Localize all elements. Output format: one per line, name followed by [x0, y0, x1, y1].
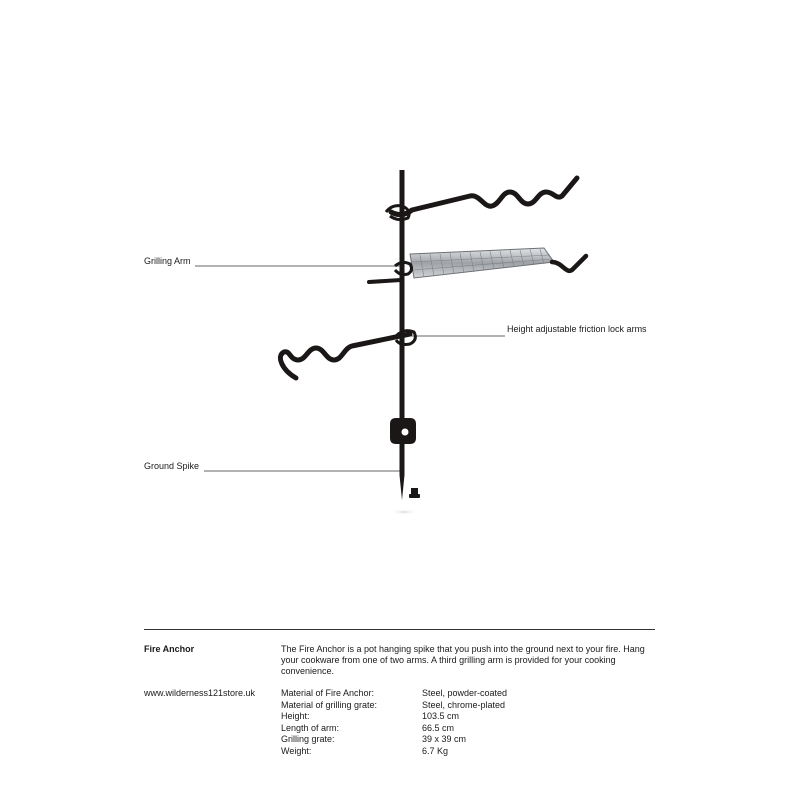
product-name: Fire Anchor [144, 644, 195, 654]
spec-value: Steel, chrome-plated [422, 699, 506, 710]
spec-value: 6.7 Kg [422, 745, 449, 756]
section-divider [144, 629, 655, 630]
spec-label: Length of arm: [281, 722, 340, 733]
spec-row: Length of arm: 66.5 cm [281, 723, 507, 735]
spec-value: 66.5 cm [422, 722, 455, 733]
spec-label: Height: [281, 711, 310, 721]
top-arm-clamp [384, 204, 411, 222]
spec-value: Steel, powder-coated [422, 688, 508, 698]
spec-label: Weight: [281, 745, 312, 756]
fire-anchor-pole [399, 170, 405, 500]
friction-lock-label: Height adjustable friction lock arms [507, 324, 647, 334]
website-link[interactable]: www.wilderness121store.uk [144, 688, 256, 698]
grilling-arm-label: Grilling Arm [144, 256, 191, 266]
product-description: The Fire Anchor is a pot hanging spike t… [281, 644, 645, 676]
ground-shadow [390, 509, 418, 515]
spec-value: 39 x 39 cm [422, 734, 467, 744]
spec-row: Weight: 6.7 Kg [281, 746, 507, 758]
ground-spike-label: Ground Spike [144, 461, 200, 471]
spec-label: Grilling grate: [281, 734, 335, 744]
spec-value: 103.5 cm [422, 711, 460, 721]
spec-table: Material of Fire Anchor: Steel, powder-c… [281, 688, 507, 757]
spec-row: Grilling grate: 39 x 39 cm [281, 734, 507, 746]
spec-row: Material of Fire Anchor: Steel, powder-c… [281, 688, 507, 700]
spec-label: Material of Fire Anchor: [281, 688, 375, 698]
spare-bolt [409, 488, 420, 498]
lower-arm-clamp [394, 329, 417, 346]
friction-lock-handle [367, 278, 403, 284]
lower-hanging-arm [278, 331, 413, 381]
grilling-grate [409, 247, 589, 279]
callout-lines [195, 265, 505, 472]
grilling-arm-clamp [393, 260, 414, 276]
foot-step-bracket [390, 418, 416, 444]
spec-row: Height: 103.5 cm [281, 711, 507, 723]
spec-row: Material of grilling grate: Steel, chrom… [281, 700, 507, 712]
top-hanging-arm [388, 175, 580, 218]
spec-label: Material of grilling grate: [281, 699, 378, 710]
